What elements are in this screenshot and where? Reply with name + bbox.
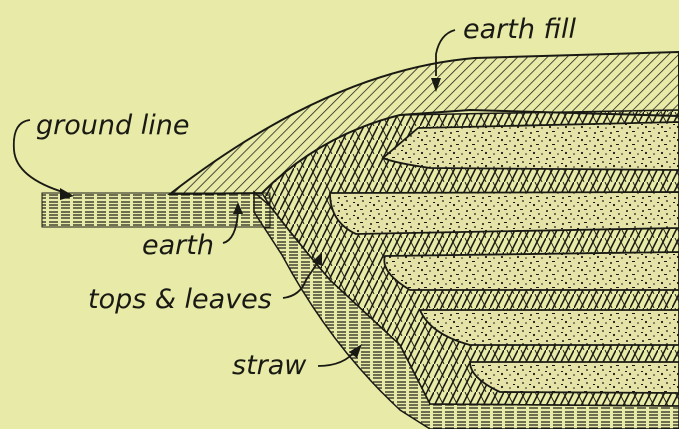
earth-label: earth <box>142 232 214 259</box>
produce-band-4 <box>420 310 679 345</box>
produce-band-2 <box>330 192 679 234</box>
produce-band-1 <box>383 122 679 170</box>
ground-line-label: ground line <box>36 112 189 139</box>
produce-band-3 <box>384 252 679 290</box>
tops-and-leaves-label: tops & leaves <box>88 286 272 313</box>
earth-fill-label: earth fill <box>463 16 576 43</box>
straw-label: straw <box>232 352 306 379</box>
produce-band-5 <box>470 362 679 393</box>
